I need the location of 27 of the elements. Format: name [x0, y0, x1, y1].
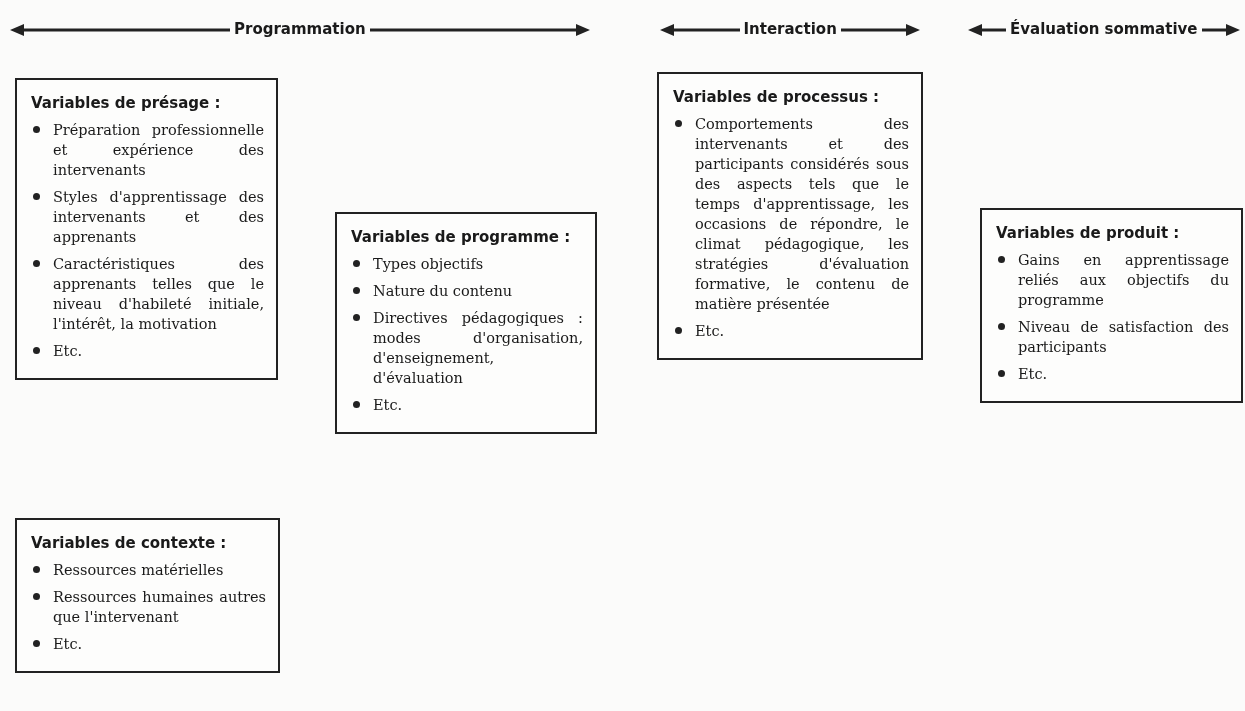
- box-heading: Variables de processus :: [673, 88, 881, 106]
- box-heading: Variables de contexte :: [31, 534, 228, 552]
- bullet-text: Etc.: [53, 343, 83, 359]
- box-heading: Variables de programme :: [351, 228, 572, 246]
- bullet-text: Comportements des intervenants et des participants considérés sous des aspects tels que le temps d'apprentissage, les occasions de répondre, le climat pédagogique, les stratégies d'évaluation formative, le contenu de matière présentée: [695, 116, 909, 312]
- phase-label: Programmation: [230, 20, 370, 38]
- bullet-text: Styles d'apprentissage des intervenants et des apprenants: [53, 189, 264, 245]
- bullet-text: Nature du contenu: [373, 283, 513, 299]
- variables-box: [657, 72, 923, 360]
- bullet-text: Ressources humaines autres que l'intervenant: [53, 589, 266, 625]
- bullet-text: Directives pédagogiques : modes d'organisation, d'enseignement, d'évaluation: [373, 310, 583, 386]
- bullet-text: Etc.: [53, 636, 83, 652]
- bullet-text: Ressources matérielles: [53, 562, 224, 578]
- variables-box: [15, 518, 280, 673]
- box-heading: Variables de produit :: [996, 224, 1181, 242]
- bullet-text: Types objectifs: [373, 256, 484, 272]
- bullet-text: Etc.: [695, 323, 725, 339]
- variables-box: [335, 212, 597, 434]
- bullet-text: Caractéristiques des apprenants telles que le niveau d'habileté initiale, l'intérêt, la motivation: [53, 256, 264, 332]
- bullet-text: Niveau de satisfaction des participants: [1018, 319, 1229, 355]
- bullet-text: Gains en apprentissage reliés aux objectifs du programme: [1018, 252, 1229, 308]
- bullet-text: Etc.: [1018, 366, 1048, 382]
- bullet-text: Préparation professionnelle et expérience des intervenants: [53, 122, 264, 178]
- variables-box: [15, 78, 278, 380]
- box-heading: Variables de présage :: [31, 94, 222, 112]
- variables-box: [980, 208, 1243, 403]
- bullet-text: Etc.: [373, 397, 403, 413]
